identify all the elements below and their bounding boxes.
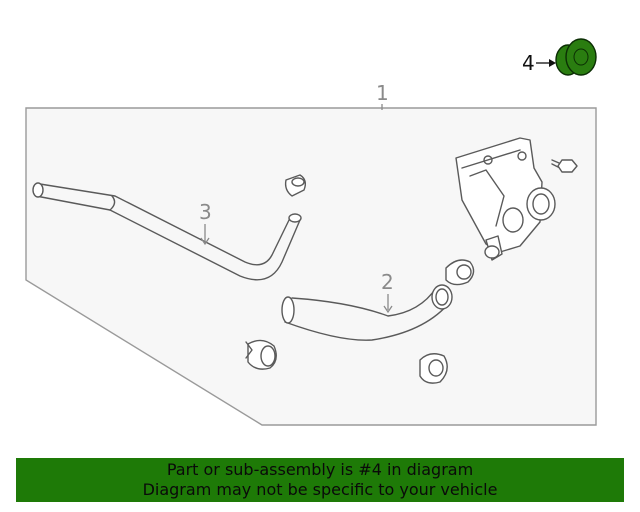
parts-diagram: 1 3 2 — [25, 38, 597, 426]
hose-clamp-right[interactable] — [419, 353, 448, 384]
radiator-cap[interactable] — [555, 38, 597, 76]
callout-2: 2 — [381, 270, 394, 294]
thermostat-housing[interactable] — [455, 137, 556, 261]
callout-3: 3 — [199, 200, 212, 224]
upper-hose[interactable] — [32, 182, 302, 281]
leader-3-arrow — [200, 237, 210, 246]
banner-line-1: Part or sub-assembly is #4 in diagram — [166, 460, 474, 479]
lower-hose[interactable] — [281, 284, 453, 341]
info-banner: Part or sub-assembly is #4 in diagram Di… — [16, 458, 624, 502]
leader-2-arrow — [383, 305, 393, 314]
hose-clamp-left[interactable] — [245, 339, 277, 370]
hose-clamp-upper[interactable] — [284, 174, 307, 197]
callout-1: 1 — [376, 81, 389, 105]
leader-4-arrow — [549, 59, 556, 67]
callout-4: 4 — [522, 51, 535, 75]
assembly-outline — [25, 107, 597, 426]
bolt[interactable] — [551, 159, 578, 173]
banner-line-2: Diagram may not be specific to your vehi… — [142, 480, 498, 499]
hose-clamp-housing[interactable] — [445, 259, 475, 286]
